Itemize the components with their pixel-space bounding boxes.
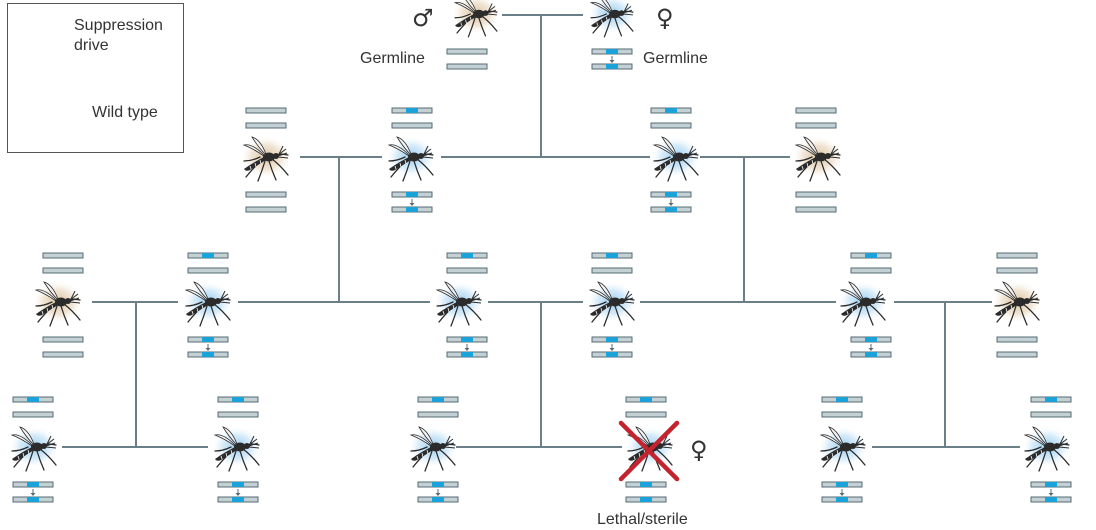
conversion-arrowhead <box>609 60 615 63</box>
germline-label-right: Germline <box>643 50 708 67</box>
drive-allele <box>640 482 652 487</box>
chromosome-wildtype <box>625 411 667 418</box>
drive-allele <box>232 482 244 487</box>
drive-allele <box>665 108 677 113</box>
drive-allele <box>202 253 214 258</box>
chromosome-wildtype <box>821 411 863 418</box>
drive-allele <box>232 397 244 402</box>
drive-allele <box>432 397 444 402</box>
chromosome-wildtype <box>42 267 84 274</box>
chromosome-wildtype <box>245 122 287 129</box>
drive-allele <box>461 352 473 357</box>
chromosome-wildtype <box>996 267 1038 274</box>
drive-allele <box>461 253 473 258</box>
chromosome-wildtype <box>12 411 54 418</box>
drive-allele <box>640 397 652 402</box>
chromosome-wildtype <box>417 411 459 418</box>
drive-allele <box>606 352 618 357</box>
conversion-arrowhead <box>435 493 441 496</box>
drive-allele <box>406 192 418 197</box>
drive-allele <box>202 337 214 342</box>
chromosome-wildtype <box>187 267 229 274</box>
chromosome-wildtype <box>1030 411 1072 418</box>
chromosome-wildtype <box>391 122 433 129</box>
chromosome-wildtype <box>650 122 692 129</box>
drive-allele <box>232 497 244 502</box>
chromosome-wildtype <box>795 107 837 114</box>
chromosome-wildtype <box>42 252 84 259</box>
drive-allele <box>406 108 418 113</box>
conversion-arrowhead <box>1048 493 1054 496</box>
drive-allele <box>202 352 214 357</box>
female-symbol-lethal: ♀ <box>690 436 708 464</box>
drive-allele <box>665 192 677 197</box>
conversion-arrowhead <box>205 348 211 351</box>
drive-allele <box>27 397 39 402</box>
drive-allele <box>1045 482 1057 487</box>
germline-label-left: Germline <box>360 50 425 67</box>
conversion-arrowhead <box>464 348 470 351</box>
drive-allele <box>836 497 848 502</box>
chromosome-wildtype <box>850 267 892 274</box>
conversion-arrowhead <box>868 348 874 351</box>
drive-allele <box>461 337 473 342</box>
drive-allele <box>606 337 618 342</box>
female-symbol-top: ♀ <box>656 4 674 32</box>
drive-allele <box>1045 497 1057 502</box>
drive-allele <box>27 497 39 502</box>
chromosome-wildtype <box>996 252 1038 259</box>
conversion-arrowhead <box>839 493 845 496</box>
chromosome-wildtype <box>446 48 488 55</box>
chromosome-wildtype <box>795 206 837 213</box>
chromosome-wildtype <box>245 191 287 198</box>
chromosome-wildtype <box>42 336 84 343</box>
chromosome-wildtype <box>996 336 1038 343</box>
chromosome-wildtype <box>795 122 837 129</box>
male-symbol: ♂ <box>412 4 434 32</box>
chromosome-wildtype <box>996 351 1038 358</box>
drive-allele <box>865 253 877 258</box>
conversion-arrowhead <box>409 203 415 206</box>
drive-allele <box>836 482 848 487</box>
conversion-arrowhead <box>235 493 241 496</box>
legend-box <box>7 3 184 153</box>
drive-allele <box>836 397 848 402</box>
drive-allele <box>27 482 39 487</box>
drive-allele <box>606 253 618 258</box>
conversion-arrowhead <box>609 348 615 351</box>
chromosome-wildtype <box>42 351 84 358</box>
lethal-sterile-label: Lethal/sterile <box>597 511 688 528</box>
drive-allele <box>640 497 652 502</box>
chromosome-wildtype <box>245 107 287 114</box>
drive-allele <box>865 337 877 342</box>
drive-allele <box>432 482 444 487</box>
conversion-arrowhead <box>30 493 36 496</box>
conversion-arrowhead <box>668 203 674 206</box>
chromosome-wildtype <box>446 63 488 70</box>
drive-allele <box>606 64 618 69</box>
chromosome-wildtype <box>217 411 259 418</box>
chromosome-wildtype <box>591 267 633 274</box>
drive-allele <box>606 49 618 54</box>
lethal-cross-mark <box>618 420 680 482</box>
drive-allele <box>406 207 418 212</box>
chromosome-wildtype <box>446 267 488 274</box>
drive-allele <box>865 352 877 357</box>
drive-allele <box>432 497 444 502</box>
drive-allele <box>665 207 677 212</box>
chromosome-wildtype <box>245 206 287 213</box>
chromosome-wildtype <box>795 191 837 198</box>
legend-wild-type-label: Wild type <box>92 104 158 121</box>
legend-suppression-drive-label: Suppression drive <box>74 17 163 54</box>
drive-allele <box>1045 397 1057 402</box>
